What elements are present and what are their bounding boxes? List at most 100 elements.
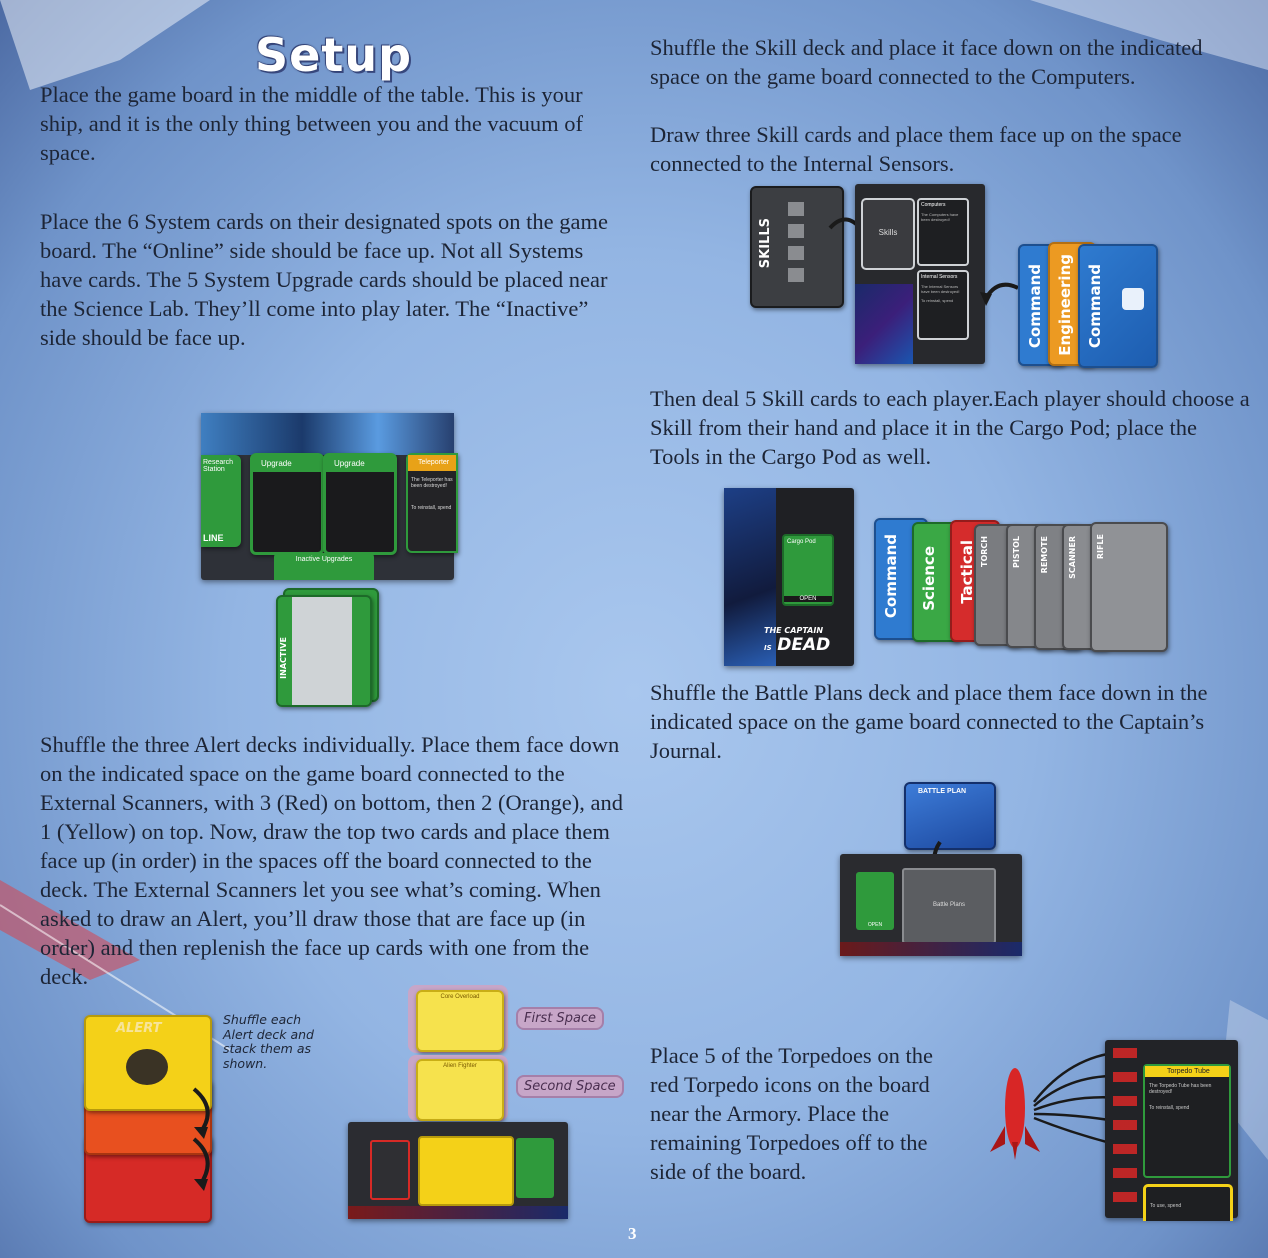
battle-plans-slot: Battle Plans bbox=[902, 868, 996, 944]
logo-line-1: THE CAPTAIN bbox=[764, 626, 824, 635]
battle-open-label: OPEN bbox=[867, 922, 883, 928]
upgrade-label-1: Upgrade bbox=[253, 456, 321, 472]
page-title: Setup bbox=[255, 28, 412, 82]
inactive-card: INACTIVE bbox=[276, 595, 372, 707]
game-logo: THE CAPTAIN IS DEAD bbox=[764, 626, 844, 655]
paragraph-battle-plans: Shuffle the Battle Plans deck and place … bbox=[650, 680, 1208, 763]
battle-slot-label: Battle Plans bbox=[932, 902, 966, 908]
second-space-label: Second Space bbox=[516, 1075, 624, 1098]
command-label-2: Command bbox=[1086, 264, 1104, 349]
alert-deck-label: ALERT bbox=[116, 1021, 162, 1036]
torpedo-tube-card: Torpedo Tube The Torpedo Tube has been d… bbox=[1143, 1064, 1231, 1178]
teleporter-label: Teleporter bbox=[408, 455, 456, 471]
arrow-stack-1 bbox=[192, 1087, 210, 1139]
remote-label: REMOTE bbox=[1040, 536, 1049, 574]
skills-board: Skills Computers The Computers have been… bbox=[855, 184, 985, 364]
alert-board-scanner bbox=[516, 1138, 554, 1198]
paragraph-alert-decks: Shuffle the three Alert decks individual… bbox=[40, 732, 623, 989]
systems-board: Research Station LINE Upgrade Upgrade Te… bbox=[201, 413, 458, 580]
paragraph-skill-cards: Draw three Skill cards and place them fa… bbox=[650, 122, 1182, 176]
upgrade-label-2: Upgrade bbox=[326, 456, 394, 472]
skills-figure: SKILLS Skills Computers The Computers ha… bbox=[750, 184, 1160, 368]
tool-card-rifle: RIFLE bbox=[1090, 522, 1168, 652]
pistol-label: PISTOL bbox=[1012, 536, 1021, 568]
logo-small: IS bbox=[764, 644, 772, 652]
armory-board: Torpedo Tube The Torpedo Tube has been d… bbox=[1105, 1040, 1238, 1221]
alert-board-deck bbox=[418, 1136, 514, 1206]
torpedo-tube-label: Torpedo Tube bbox=[1145, 1066, 1229, 1077]
battle-board-left-card: OPEN bbox=[856, 872, 894, 930]
torch-label: TORCH bbox=[980, 536, 989, 567]
paragraph-deal-skills: Then deal 5 Skill cards to each player.E… bbox=[650, 386, 1250, 469]
cargo-pod-card: Cargo Pod OPEN bbox=[782, 534, 834, 606]
sensors-label: Internal Sensors bbox=[921, 274, 958, 280]
inactive-upgrades-slot: Inactive Upgrades bbox=[274, 553, 374, 580]
battle-board: OPEN Battle Plans bbox=[840, 854, 1022, 956]
paragraph-game-board: Place the game board in the middle of th… bbox=[40, 82, 584, 165]
inactive-label: INACTIVE bbox=[279, 637, 288, 679]
rifle-label: RIFLE bbox=[1096, 534, 1105, 560]
battle-plans-figure: BATTLE PLAN OPEN Battle Plans bbox=[840, 782, 1022, 956]
line-label: LINE bbox=[203, 533, 224, 543]
alert-stack-note: Shuffle each Alert deck and stack them a… bbox=[223, 1012, 314, 1071]
teleporter-card: Teleporter The Teleporter has been destr… bbox=[406, 453, 458, 553]
cargo-open-label: OPEN bbox=[784, 596, 832, 602]
teleporter-reinstall: To reinstall, spend bbox=[411, 505, 452, 511]
cargo-command-label: Command bbox=[882, 534, 900, 619]
computers-card: Computers The Computers have been destro… bbox=[917, 198, 969, 266]
research-station-label: Research Station bbox=[203, 459, 233, 473]
inactive-upgrades-label: Inactive Upgrades bbox=[295, 556, 353, 563]
torpedo-figure: Torpedo Tube The Torpedo Tube has been d… bbox=[990, 1040, 1238, 1221]
cargo-science-label: Science bbox=[920, 546, 938, 611]
alert-figure: ALERT Shuffle each Alert deck and stack … bbox=[78, 985, 638, 1223]
paragraph-torpedoes: Place 5 of the Torpedoes on the red Torp… bbox=[650, 1043, 933, 1184]
cargo-pod-label: Cargo Pod bbox=[787, 539, 816, 545]
board-top-art bbox=[201, 413, 454, 455]
alert-creature-art bbox=[126, 1049, 168, 1085]
logo-line-2: DEAD bbox=[777, 635, 831, 655]
skills-deck-label: SKILLS bbox=[758, 218, 773, 269]
torpedo-reinstall: To reinstall, spend bbox=[1149, 1105, 1190, 1111]
upgrade-slot-1: Upgrade bbox=[250, 453, 324, 555]
skills-deck: SKILLS bbox=[750, 186, 844, 308]
card2-title: Alien Fighter bbox=[443, 1063, 477, 1069]
upgrade-slot-2: Upgrade bbox=[323, 453, 397, 555]
card1-title: Core Overload bbox=[440, 994, 480, 1000]
paragraph-system-cards: Place the 6 System cards on their design… bbox=[40, 209, 608, 350]
engineering-label: Engineering bbox=[1056, 254, 1074, 356]
sensors-reinstall: To reinstall, spend bbox=[921, 298, 954, 303]
skill-card-command-2: Command bbox=[1078, 244, 1158, 368]
scanner-label: SCANNER bbox=[1068, 536, 1077, 579]
research-station-card: Research Station LINE bbox=[201, 455, 241, 547]
battle-board-bottom-art bbox=[840, 942, 1022, 956]
command-label-1: Command bbox=[1026, 264, 1044, 349]
torpedo-icon bbox=[990, 1068, 1040, 1160]
torpedo-use-card: To use, spend bbox=[1143, 1184, 1233, 1221]
arrow-to-sensors bbox=[980, 282, 1019, 306]
sensors-text: The Internal Sensors have been destroyed… bbox=[921, 284, 960, 294]
first-space-label: First Space bbox=[516, 1007, 605, 1030]
cargo-board-art bbox=[724, 488, 776, 666]
battle-plan-label: BATTLE PLAN bbox=[918, 788, 967, 795]
skills-board-art bbox=[855, 284, 913, 364]
alert-board-bottom-art bbox=[348, 1206, 568, 1219]
computers-label: Computers bbox=[921, 202, 946, 208]
alert-board bbox=[348, 1122, 568, 1219]
skills-slot: Skills bbox=[861, 198, 915, 270]
sensors-card: Internal Sensors The Internal Sensors ha… bbox=[917, 270, 969, 340]
skills-slot-label: Skills bbox=[878, 228, 898, 237]
command-emblem bbox=[1122, 288, 1144, 310]
alert-board-left-card bbox=[370, 1140, 410, 1200]
battle-plan-deck: BATTLE PLAN bbox=[904, 782, 996, 850]
systems-figure: Research Station LINE Upgrade Upgrade Te… bbox=[201, 413, 458, 707]
cargo-figure: Cargo Pod OPEN THE CAPTAIN IS DEAD Comma… bbox=[724, 488, 1168, 668]
paragraph-skill-deck: Shuffle the Skill deck and place it face… bbox=[650, 35, 1203, 89]
alert-deck-yellow: ALERT bbox=[84, 1015, 212, 1111]
cargo-board: Cargo Pod OPEN THE CAPTAIN IS DEAD bbox=[724, 488, 854, 666]
alert-faceup-card-2: Alien Fighter bbox=[416, 1059, 504, 1121]
teleporter-text: The Teleporter has been destroyed! bbox=[411, 477, 453, 489]
computers-text: The Computers have been destroyed! bbox=[921, 212, 959, 222]
torpedo-slots bbox=[1113, 1048, 1137, 1208]
alert-faceup-card-1: Core Overload bbox=[416, 990, 504, 1052]
torpedo-use-label: To use, spend bbox=[1150, 1203, 1182, 1209]
